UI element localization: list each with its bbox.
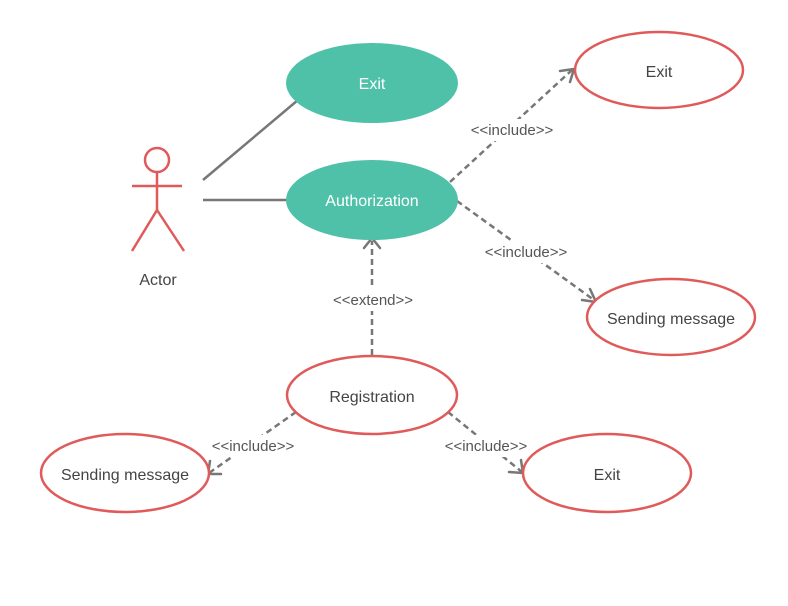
- use-case-exit-bottom[interactable]: Exit: [521, 432, 693, 514]
- label-bg-auth-exit: [462, 119, 562, 141]
- dependency-registration-exit: [447, 411, 523, 473]
- label-bg-auth-sending: [476, 241, 576, 263]
- use-case-exit-top-right-shape: [573, 30, 745, 110]
- label-bg-registration-exit: [436, 435, 536, 457]
- use-case-sending-message-left[interactable]: Sending message: [39, 432, 211, 514]
- use-case-exit-top-right[interactable]: Exit: [573, 30, 745, 110]
- association-actor-exit: [202, 99, 299, 181]
- use-case-registration-shape: [285, 354, 459, 436]
- relation-label-registration-auth: <<extend>>: [333, 292, 413, 309]
- use-case-sending-message-right[interactable]: Sending message: [585, 277, 757, 357]
- use-case-registration-label: Registration: [329, 389, 414, 406]
- use-case-exit-filled-shape: [286, 43, 458, 123]
- relation-label-registration-sending: <<include>>: [212, 438, 295, 455]
- actor-figure: [130, 146, 186, 252]
- actor-left-leg: [130, 209, 159, 252]
- use-case-sending-message-left-shape: [39, 432, 211, 514]
- use-case-authorization-shape: [286, 160, 458, 240]
- use-case-exit-filled-label: Exit: [359, 76, 386, 93]
- actor-label: Actor: [139, 272, 177, 289]
- use-case-sending-message-right-label: Sending message: [607, 311, 735, 328]
- label-bg-registration-auth: [324, 289, 422, 311]
- use-case-exit-top-right-label: Exit: [646, 64, 673, 81]
- use-case-registration[interactable]: Registration: [285, 354, 459, 436]
- relation-label-auth-exit: <<include>>: [471, 122, 554, 139]
- actor-head: [143, 146, 171, 174]
- actor-right-leg: [155, 209, 186, 252]
- label-bg-registration-sending: [203, 435, 303, 457]
- relation-label-registration-exit: <<include>>: [445, 438, 528, 455]
- use-case-authorization-label: Authorization: [325, 193, 418, 210]
- relation-label-auth-sending: <<include>>: [485, 244, 568, 261]
- use-case-exit-filled[interactable]: Exit: [286, 43, 458, 123]
- use-case-sending-message-left-label: Sending message: [61, 467, 189, 484]
- use-case-authorization[interactable]: Authorization: [286, 160, 458, 240]
- use-case-exit-bottom-shape: [521, 432, 693, 514]
- use-case-sending-message-right-shape: [585, 277, 757, 357]
- use-case-exit-bottom-label: Exit: [594, 467, 621, 484]
